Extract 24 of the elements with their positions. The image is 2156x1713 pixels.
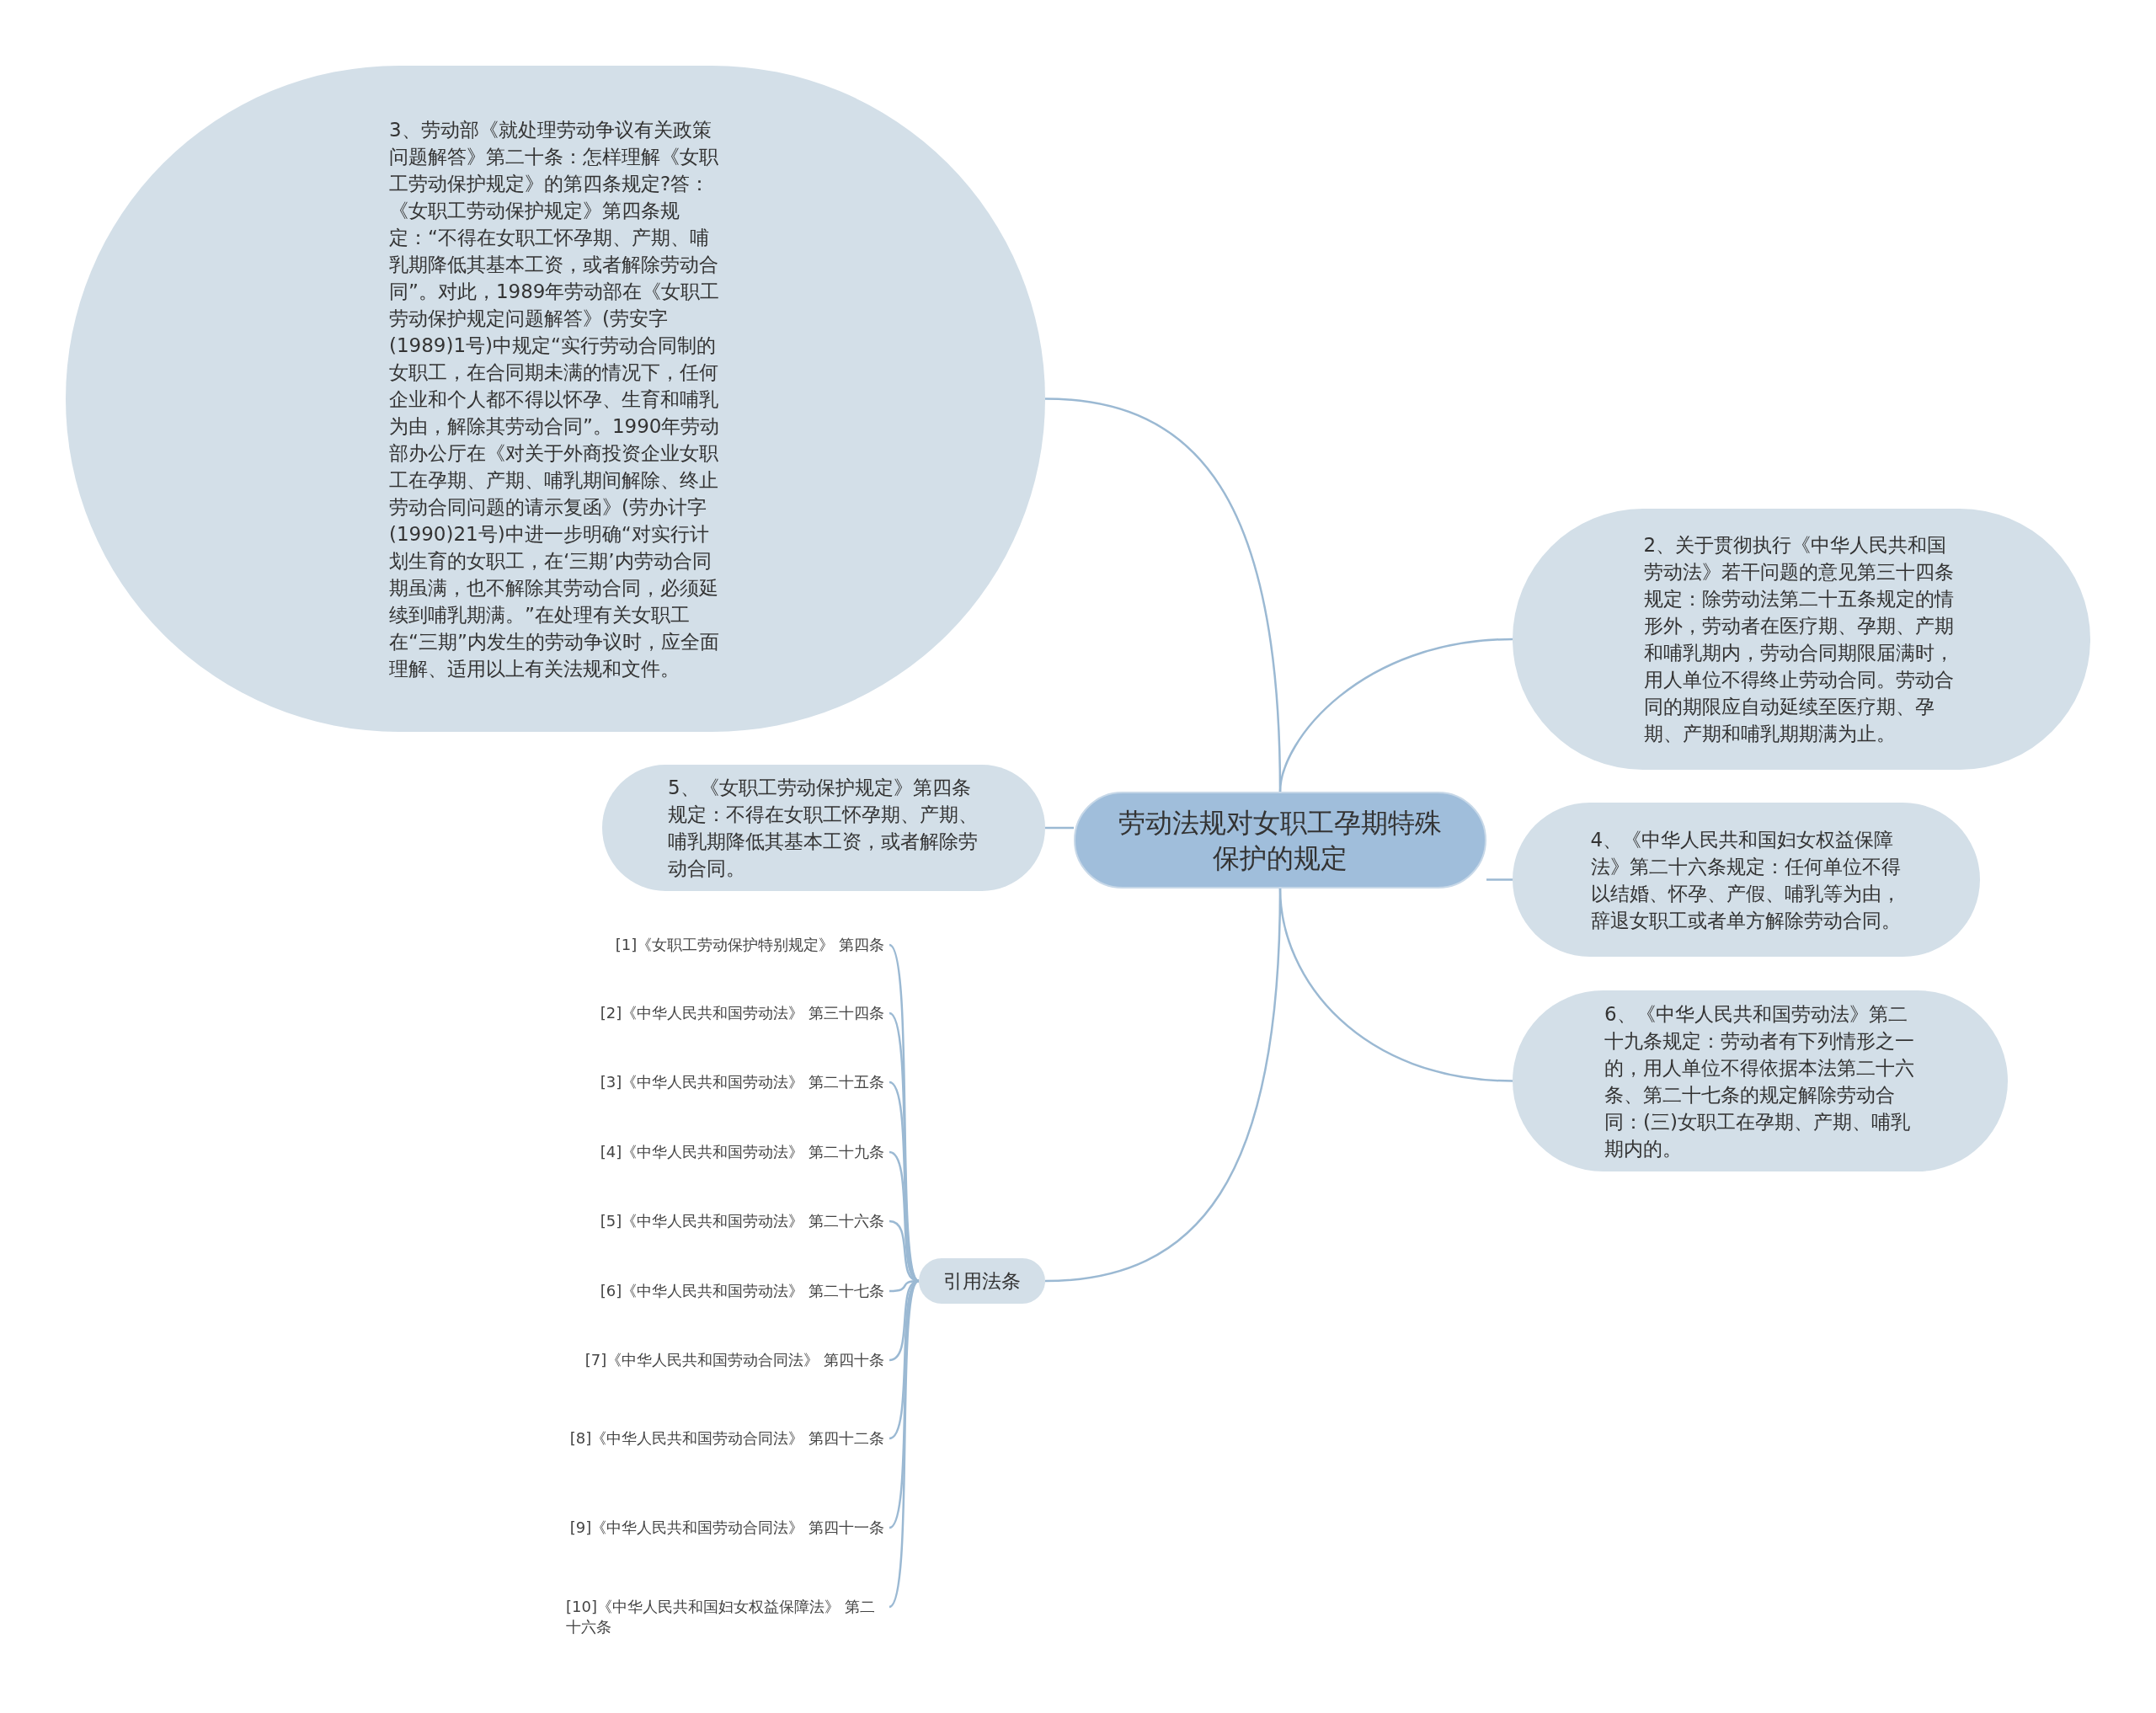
topic-text: 3、劳动部《就处理劳动争议有关政策问题解答》第二十条：怎样理解《女职工劳动保护规定》的第四条规定?答：《女职工劳动保护规定》第四条规定：“不得在女职工怀孕期、产期、哺乳期降低其基本工资，或者解除劳动合同”。对此，1989年劳动部在《女职工劳动保护规定问题解答》(劳安字(1989)1号)中规定“实行劳动合同制的女职工，在合同期未满的情况下，任何企业和个人都不得以怀孕、生育和哺乳为由，解除其劳动合同”。1990年劳动部办公厅在《对关于外商投资企业女职工在孕期、产期、哺乳期间解除、终止劳动合同问题的请示复函》(劳办计字(1990)21号)中进一步明确“对实行计划生育的女职工，在‘三期’内劳动合同期虽满，也不解除其劳动合同，必须延续到哺乳期满。”在处理有关女职工在“三期”内发生的劳动争议时，应全面理解、适用以上有关法规和文件。 — [389, 117, 721, 681]
citation-text: [3]《中华人民共和国劳动法》 第二十五条 — [600, 1072, 884, 1092]
citation-text: [9]《中华人民共和国劳动合同法》 第四十一条 — [569, 1518, 884, 1538]
citation-text: [2]《中华人民共和国劳动法》 第三十四条 — [600, 1003, 884, 1023]
connector-line — [1044, 888, 1282, 1283]
connector-line — [889, 1280, 920, 1608]
connector-line — [889, 1012, 920, 1282]
connector-line — [1278, 638, 1513, 792]
topic-text: 6、《中华人民共和国劳动法》第二十九条规定：劳动者有下列情形之一的，用人单位不得依据本法第二十六条、第二十七条的规定解除劳动合同：(三)女职工在孕期、产期、哺乳期内的。 — [1604, 1001, 1915, 1161]
citation-text: [6]《中华人民共和国劳动法》 第二十七条 — [600, 1281, 884, 1301]
topic-text: 2、关于贯彻执行《中华人民共和国劳动法》若干问题的意见第三十四条规定：除劳动法第二十五条规定的情形外，劳动者在医疗期、孕期、产期和哺乳期内，劳动合同期限届满时，用人单位不得终止劳动合同。劳动合同的期限应自动延续至医疗期、孕期、产期和哺乳期期满为止。 — [1643, 533, 1955, 746]
citation-text: [7]《中华人民共和国劳动合同法》 第四十条 — [584, 1350, 884, 1370]
citation-text: [4]《中华人民共和国劳动法》 第二十九条 — [600, 1142, 884, 1162]
citation-text: [5]《中华人民共和国劳动法》 第二十六条 — [600, 1211, 884, 1231]
connector-line — [1045, 826, 1074, 830]
central-topic-text: 劳动法规对女职工孕期特殊保护的规定 — [1118, 805, 1443, 876]
topic-text: 5、《女职工劳动保护规定》第四条规定：不得在女职工怀孕期、产期、哺乳期降低其基本工资，或者解除劳动合同。 — [668, 776, 979, 881]
citation-text: [1]《女职工劳动保护特别规定》 第四条 — [615, 935, 884, 955]
citation-text: [10]《中华人民共和国妇女权益保障法》 第二十六条 — [566, 1597, 884, 1637]
connector-line — [1486, 878, 1513, 881]
topic-bubble — [919, 1258, 1045, 1304]
topic-text: 引用法条 — [942, 1269, 1022, 1294]
topic-text: 4、《中华人民共和国妇女权益保障法》第二十六条规定：任何单位不得以结婚、怀孕、产假、哺乳等为由，辞退女职工或者单方解除劳动合同。 — [1590, 827, 1902, 933]
citation-text: [8]《中华人民共和国劳动合同法》 第四十二条 — [569, 1428, 884, 1449]
